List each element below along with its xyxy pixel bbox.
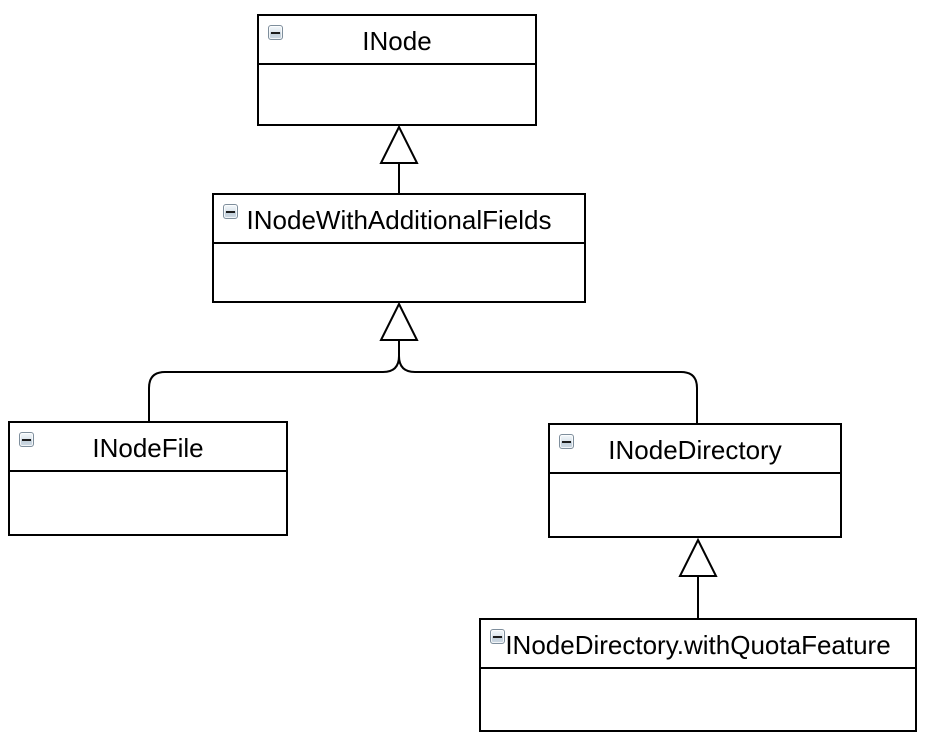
generalization-edge-inodewithadditionalfields-to-inode (379, 124, 419, 193)
class-attributes-compartment (481, 669, 915, 730)
minus-glyph (22, 438, 31, 441)
class-name: INode (362, 25, 432, 56)
generalization-edge-withquotafeature-to-inodedirectory (678, 537, 718, 618)
collapse-minus-icon[interactable] (223, 204, 238, 219)
class-box-inode[interactable]: INode (257, 14, 537, 126)
class-attributes-compartment (259, 65, 535, 124)
class-name: INodeDirectory (608, 434, 782, 465)
class-attributes-compartment (214, 244, 584, 301)
class-attributes-compartment (550, 474, 840, 536)
class-header: INodeFile (10, 423, 286, 472)
class-name: INodeFile (92, 432, 204, 463)
minus-glyph (562, 440, 571, 443)
class-box-inodefile[interactable]: INodeFile (8, 421, 288, 536)
class-header: INode (259, 16, 535, 65)
class-name: INodeDirectory.withQuotaFeature (505, 629, 891, 660)
minus-glyph (271, 31, 280, 34)
class-header: INodeDirectory.withQuotaFeature (481, 620, 915, 669)
class-box-inodedirectory-withquotafeature[interactable]: INodeDirectory.withQuotaFeature (479, 618, 917, 732)
minus-glyph (226, 210, 235, 213)
class-box-inodedirectory[interactable]: INodeDirectory (548, 423, 842, 538)
class-name: INodeWithAdditionalFields (246, 204, 552, 235)
class-attributes-compartment (10, 472, 286, 534)
class-box-inodewithadditionalfields[interactable]: INodeWithAdditionalFields (212, 193, 586, 303)
class-header: INodeDirectory (550, 425, 840, 474)
collapse-minus-icon[interactable] (559, 434, 574, 449)
collapse-minus-icon[interactable] (490, 629, 505, 644)
class-header: INodeWithAdditionalFields (214, 195, 584, 244)
collapse-minus-icon[interactable] (19, 432, 34, 447)
generalization-edge-inodefile-to-inodewithadditionalfields (148, 301, 419, 421)
generalization-edge-inodedirectory-to-inodewithadditionalfields (398, 355, 698, 423)
collapse-minus-icon[interactable] (268, 25, 283, 40)
minus-glyph (493, 635, 502, 638)
